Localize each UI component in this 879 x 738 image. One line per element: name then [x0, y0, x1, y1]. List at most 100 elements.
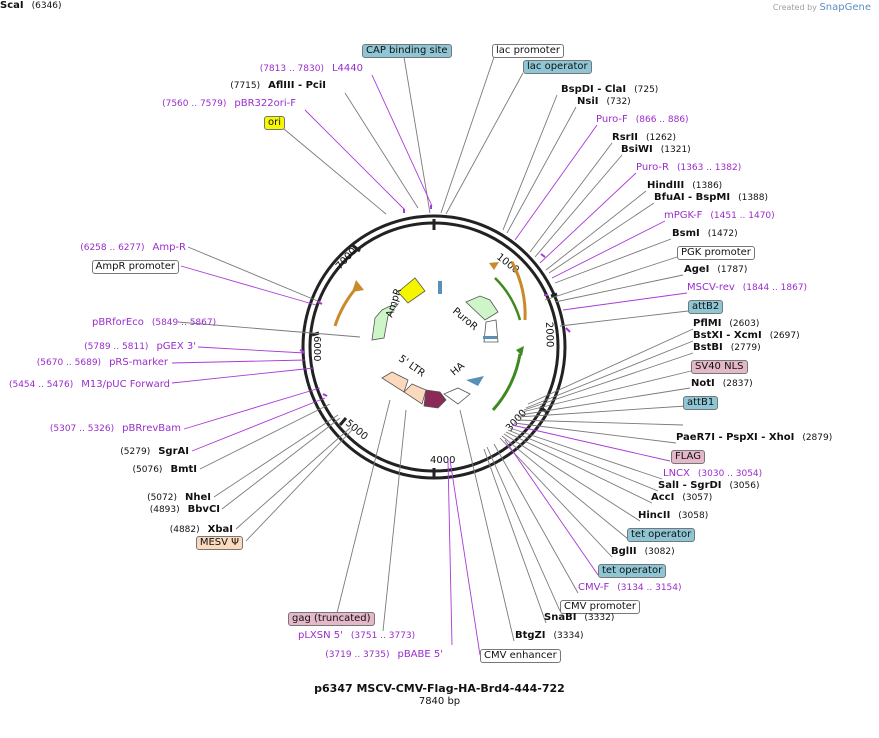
label-agei: AgeI(1787) — [684, 264, 747, 276]
position: (5789 .. 5811) — [84, 342, 149, 352]
primer-name: MSCV-rev — [687, 282, 735, 293]
label-ori: ori — [264, 116, 286, 130]
label-pbabe-5: (3719 .. 3735) pBABE 5' — [325, 649, 443, 661]
label-afliii: (7715)AflIII - PciI — [230, 80, 326, 92]
primer-name: M13/pUC Forward — [81, 379, 170, 390]
position: (7560 .. 7579) — [162, 99, 227, 109]
site-name: NheI — [185, 492, 211, 503]
label-tet-operator-1: tet operator — [627, 528, 696, 542]
position: (4882) — [169, 525, 200, 535]
label-lac-promoter: lac promoter — [492, 44, 564, 58]
position: (3056) — [729, 481, 760, 491]
label-snabi: SnaBI (3332) — [544, 612, 614, 624]
position: (5076) — [132, 465, 163, 475]
site-name: BstBI — [693, 342, 723, 353]
primer-name: Amp-R — [152, 242, 187, 253]
label-pbrforeco: pBRforEco(5849 .. 5867) — [92, 317, 216, 329]
snapgene-credit: Created by SnapGene — [773, 2, 871, 13]
position: (5279) — [120, 447, 151, 457]
tick-2000: 2000 — [543, 322, 555, 348]
feature-box-text: CMV promoter — [564, 601, 637, 612]
position: (3057) — [682, 493, 713, 503]
site-name: BsmI — [672, 228, 700, 239]
site-name: XbaI — [207, 524, 233, 535]
site-name: BtgZI — [515, 630, 546, 641]
label-pbr322ori-f: (7560 .. 7579) pBR322ori-F — [162, 98, 296, 110]
label-puro-f: Puro-F (866 .. 886) — [596, 114, 689, 126]
label-sali: SalI - SgrDI(3056) — [658, 480, 759, 492]
position: (5072) — [147, 493, 177, 503]
label-rsrii: RsrII(1262) — [612, 132, 676, 144]
label-bbvci: (4893)BbvCI — [150, 504, 220, 516]
feature-box-text: attB1 — [687, 397, 715, 408]
ring-primer-marks — [299, 205, 571, 397]
label-nsii: NsiI (732) — [577, 96, 631, 108]
label-amp-r: (6258 .. 6277)Amp-R — [80, 242, 186, 254]
primer-name: pBR322ori-F — [234, 98, 296, 109]
ltr-feature — [423, 389, 447, 409]
position: (3058) — [678, 511, 709, 521]
site-name: AgeI — [684, 264, 710, 275]
label-ampr-promoter: AmpR promoter — [91, 260, 179, 274]
site-name: NotI — [691, 378, 715, 389]
position: (3332) — [584, 613, 615, 623]
position: (5670 .. 5689) — [36, 358, 102, 368]
snapgene-brand: SnapGene — [819, 2, 871, 13]
label-xbai: (4882) XbaI — [170, 524, 233, 536]
label-cmv-promoter: CMV promoter — [560, 600, 641, 614]
label-nhei: (5072) NheI — [147, 492, 211, 504]
position: (1386) — [692, 181, 723, 191]
label-pflmi: PflMI(2603) — [693, 318, 759, 330]
primer-name: pBABE 5' — [397, 649, 443, 660]
label-prs-marker: (5670 .. 5689)pRS-marker — [37, 357, 168, 369]
position: (1363 .. 1382) — [676, 163, 742, 173]
ampr-feature — [371, 303, 400, 341]
tick-6000: 6000 — [311, 336, 322, 361]
position: (732) — [606, 97, 631, 107]
site-name: ScaI — [0, 0, 24, 11]
feature-box-text: ori — [268, 117, 282, 128]
site-name: SgrAI — [158, 446, 189, 457]
primer-name: Puro-R — [636, 162, 669, 173]
cap-feature — [438, 281, 442, 294]
credit-text: Created by — [772, 3, 817, 12]
position: (3719 .. 3735) — [325, 650, 390, 660]
position: (1321) — [660, 145, 691, 155]
site-name: SnaBI — [544, 612, 577, 623]
feature-box-text: CAP binding site — [366, 45, 448, 56]
feature-box-text: AmpR promoter — [95, 261, 175, 272]
label-attb1: attB1 — [683, 396, 719, 410]
ring-arrow-orange-left — [352, 280, 364, 292]
position: (3334) — [553, 631, 584, 641]
site-name: NsiI — [577, 96, 599, 107]
position: (2879) — [802, 433, 833, 443]
feature-box-text: gag (truncated) — [292, 613, 371, 624]
site-name: BglII — [611, 546, 637, 557]
position: (866 .. 886) — [635, 115, 689, 125]
label-scai: ScaI(6346) — [0, 0, 62, 12]
site-name: HincII — [638, 510, 671, 521]
plasmid-name: p6347 MSCV-CMV-Flag-HA-Brd4-444-722 — [314, 682, 565, 695]
position: (3030 .. 3054) — [697, 469, 763, 479]
inner-features — [371, 277, 499, 409]
primer-name: Puro-F — [596, 114, 628, 125]
label-mpgk-f: mPGK-F(1451 .. 1470) — [664, 210, 775, 222]
position: (4893) — [149, 505, 180, 515]
feature-box-text: tet operator — [602, 565, 663, 576]
label-tet-operator-2: tet operator — [598, 564, 667, 578]
position: (5307 .. 5326) — [49, 424, 115, 434]
feature-box-text: attB2 — [692, 301, 720, 312]
label-pgex-3: (5789 .. 5811)pGEX 3' — [84, 341, 196, 353]
ori-feature — [397, 277, 426, 304]
label-bfuai: BfuAI - BspMI(1388) — [654, 192, 768, 204]
position: (5849 .. 5867) — [151, 318, 217, 328]
feature-box-text: CMV enhancer — [484, 650, 557, 661]
label-bspdi: BspDI - ClaI(725) — [561, 84, 658, 96]
site-name: PflMI — [693, 318, 722, 329]
ring-feature-green-top — [494, 277, 522, 321]
position: (725) — [634, 85, 659, 95]
label-paer7i: PaeR7I - PspXI - XhoI(2879) — [676, 432, 832, 444]
position: (1262) — [646, 133, 676, 143]
label-bmti: (5076)BmtI — [133, 464, 197, 476]
